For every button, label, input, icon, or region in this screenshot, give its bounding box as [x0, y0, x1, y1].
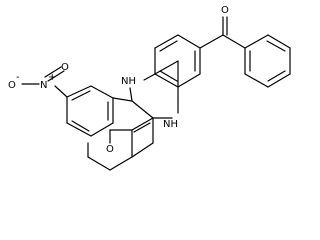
bond — [177, 73, 201, 88]
bond — [109, 156, 133, 171]
bond — [90, 122, 114, 137]
chemical-structure: O N + O - NH NH O O — [8, 5, 291, 171]
bond — [66, 85, 92, 98]
atom-label-nitro-plus: + — [48, 72, 56, 83]
atom-label-nitro-o-top: O — [61, 62, 69, 73]
atom-label-nitro-minus: - — [16, 72, 20, 83]
bond-inner — [159, 70, 178, 82]
bond — [131, 100, 154, 119]
bond — [267, 34, 291, 49]
bond — [154, 34, 179, 49]
bond — [44, 66, 62, 78]
bond-inner — [267, 70, 286, 82]
bond — [129, 87, 133, 102]
bond-inner — [159, 40, 178, 52]
bond — [87, 156, 111, 171]
bond — [112, 97, 133, 102]
bond — [54, 85, 68, 98]
bond — [177, 34, 201, 49]
bond — [90, 85, 114, 99]
bond-inner — [266, 40, 286, 52]
bond-inner — [133, 122, 151, 133]
bond — [47, 70, 65, 82]
bond — [244, 34, 269, 49]
atom-label-nh-bottom: NH — [163, 119, 178, 130]
bond — [154, 73, 179, 88]
bond — [143, 73, 156, 81]
bond — [267, 73, 291, 88]
bond-inner — [71, 90, 91, 101]
atom-labels: O N + O - NH NH O O — [8, 5, 229, 155]
bond — [222, 34, 246, 49]
bond — [131, 142, 154, 158]
bond — [66, 122, 92, 137]
bond — [154, 60, 179, 75]
bond-inner — [71, 120, 90, 132]
atom-label-nitro-n: N — [40, 80, 47, 91]
bond — [131, 117, 154, 131]
atom-label-ketone-o: O — [106, 144, 114, 155]
bond — [244, 73, 269, 88]
bonds — [21, 16, 291, 171]
bond — [199, 34, 224, 49]
atom-label-nitro-o-left: O — [8, 80, 16, 91]
atom-label-benzoyl-o: O — [221, 5, 229, 16]
atom-label-nh-top: NH — [121, 76, 136, 87]
